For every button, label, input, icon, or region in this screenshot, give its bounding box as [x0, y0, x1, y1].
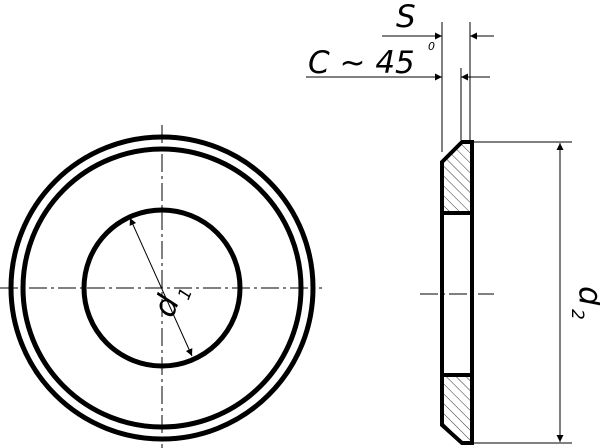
degree-mark: 0: [428, 40, 435, 53]
d2-label: d: [572, 286, 600, 306]
d1-dimension-line: [129, 217, 193, 357]
upper-section: [440, 140, 474, 215]
front-view: d 1: [0, 125, 322, 448]
section-view: S C ~ 45 0 d 2: [306, 0, 600, 445]
outer-circle: [8, 134, 316, 442]
lower-section: [440, 373, 474, 445]
s-label: S: [396, 0, 416, 35]
chamfer-label: C ~ 45: [308, 45, 415, 81]
chamfer-circle: [20, 146, 304, 430]
inner-circle: [81, 207, 243, 369]
d2-subscript: 2: [567, 309, 587, 320]
